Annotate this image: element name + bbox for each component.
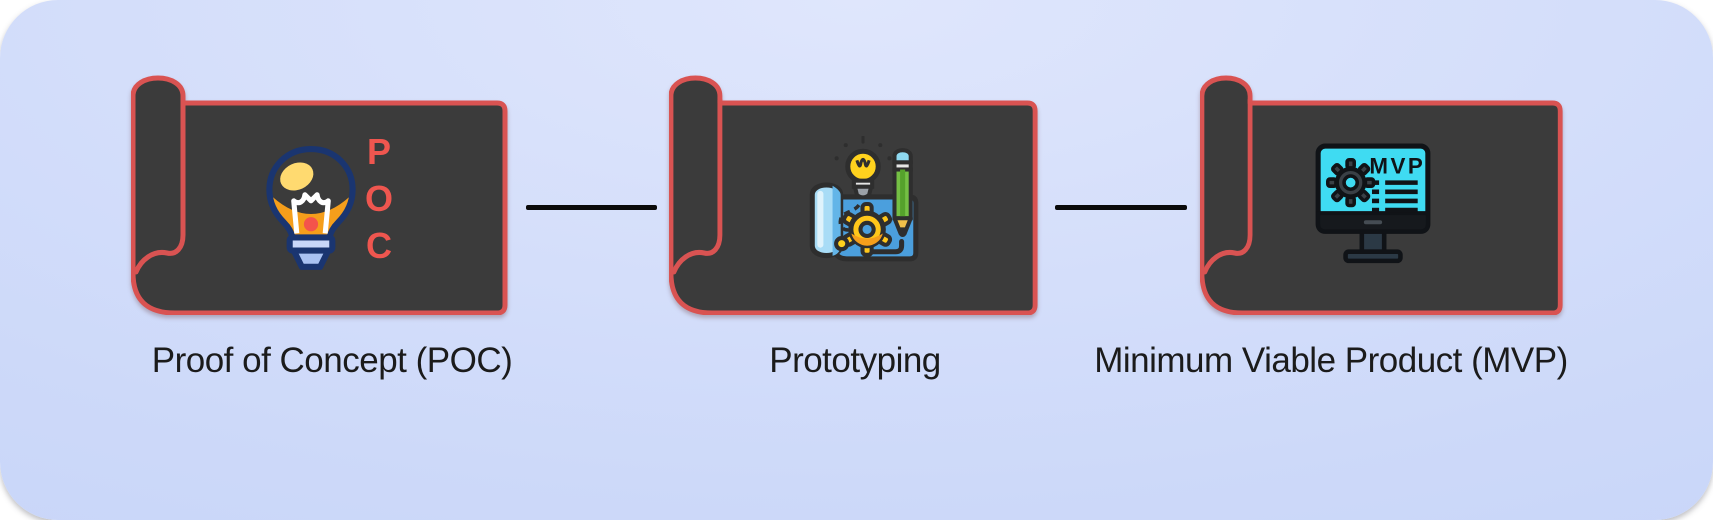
list-lines: [1371, 180, 1418, 213]
gear-icon: [1326, 158, 1376, 208]
monitor-icon: MVP: [1315, 143, 1431, 264]
connector-line-1: [526, 205, 657, 210]
small-bulb-icon: [834, 136, 892, 200]
stage-label-poc: Proof of Concept (POC): [151, 341, 513, 380]
stage-label-mvp: Minimum Viable Product (MVP): [1094, 341, 1568, 380]
gear-icon: [842, 201, 893, 257]
poc-letter: P: [367, 131, 392, 172]
connector-line-2: [1055, 205, 1187, 210]
scroll-shape: [131, 75, 508, 315]
pencil-icon: [892, 148, 913, 237]
scroll-banner-mvp: MVP: [1200, 70, 1566, 315]
scroll-banner-poc: P O C: [131, 70, 511, 315]
lightbulb-icon: [266, 146, 356, 270]
scroll-shape: [1200, 75, 1563, 315]
scroll-banner-prototyping: [669, 70, 1041, 315]
stage-label-prototyping: Prototyping: [769, 341, 941, 380]
screen-text: MVP: [1369, 153, 1425, 178]
poc-letter: O: [365, 178, 394, 219]
scroll-shape: [669, 75, 1038, 315]
blueprint-icon: [809, 136, 919, 262]
poc-letter: C: [366, 225, 392, 266]
poc-vertical-letters: P O C: [365, 134, 393, 264]
